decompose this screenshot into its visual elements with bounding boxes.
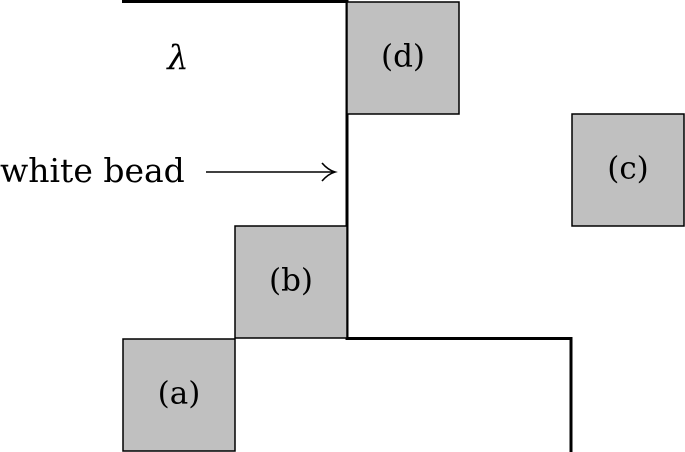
bead-box-c: (c) <box>571 113 685 227</box>
bead-label-c: (c) <box>607 151 649 187</box>
bead-box-a: (a) <box>122 338 236 452</box>
white-bead-label: white bead <box>0 151 185 190</box>
bead-label-d: (d) <box>381 39 425 75</box>
bead-label-a: (a) <box>158 376 201 412</box>
lambda-label: λ <box>165 38 189 78</box>
bead-box-d: (d) <box>346 1 460 115</box>
arrow-right-icon <box>206 162 338 182</box>
bead-label-b: (b) <box>269 263 313 299</box>
bead-box-b: (b) <box>234 225 348 339</box>
